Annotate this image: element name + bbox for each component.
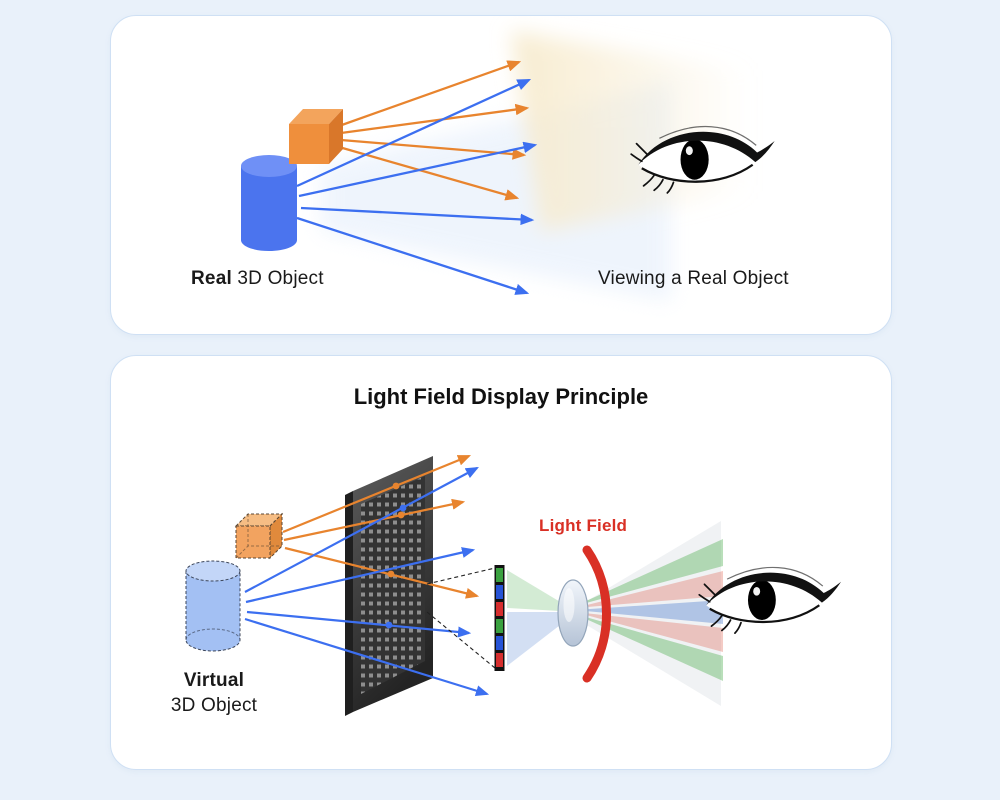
warm-light-beam — [511, 31, 751, 231]
eye-illustration — [630, 125, 775, 194]
real-object-label-bold: Real — [191, 268, 232, 289]
real-object-label-rest: 3D Object — [231, 268, 324, 289]
eye-illustration — [698, 566, 842, 634]
virtual-cylinder — [185, 560, 241, 652]
real-cube — [289, 109, 343, 164]
blue-light-rays — [296, 78, 538, 295]
zoom-callout-lines — [426, 567, 496, 669]
blue-light-rays — [244, 466, 490, 696]
eye-lens — [557, 579, 589, 647]
panel-title: Light Field Display Principle — [353, 384, 649, 409]
light-field-cones — [507, 521, 723, 706]
virtual-object-label: Virtual 3D Object — [139, 668, 289, 718]
real-cylinder — [241, 155, 297, 251]
virtual-cube — [234, 512, 284, 560]
light-field-display-panel: Light Field Display Principle Light Fiel… — [110, 355, 892, 770]
rgb-pixel-strip — [494, 565, 505, 671]
parallax-display-panel — [345, 456, 433, 716]
light-field-label: Light Field — [539, 516, 628, 535]
orange-light-rays — [338, 60, 530, 201]
viewing-real-object-label: Viewing a Real Object — [598, 268, 789, 289]
ray-panel-intersection-dots — [385, 482, 407, 629]
real-object-label: Real 3D Object — [191, 268, 324, 290]
real-object-diagram — [241, 31, 775, 301]
light-field-arc — [582, 545, 611, 683]
virtual-object-label-line2: 3D Object — [170, 695, 258, 716]
real-object-panel: Real 3D Object Viewing a Real Object — [110, 15, 892, 335]
light-field-diagram — [185, 454, 842, 716]
virtual-object-label-bold: Virtual — [183, 670, 245, 691]
